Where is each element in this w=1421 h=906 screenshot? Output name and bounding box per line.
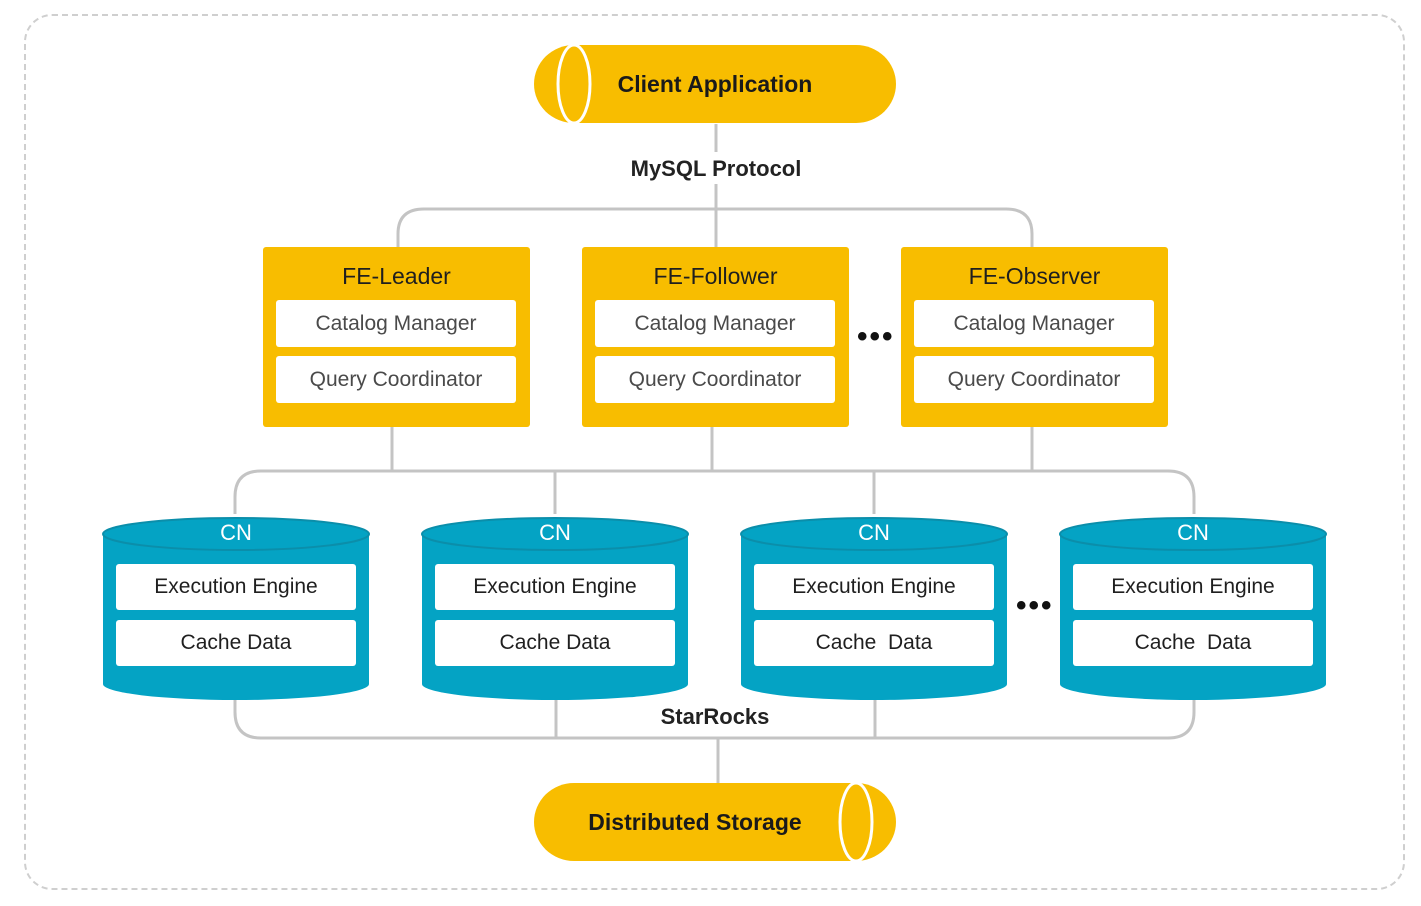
- cylinder-shape: [534, 783, 896, 861]
- distributed-storage: Distributed Storage: [534, 783, 896, 861]
- client-application-label: Client Application: [617, 70, 813, 97]
- cn-title: CN: [539, 520, 571, 545]
- query-coordinator-box: Query Coordinator: [914, 356, 1154, 403]
- cn-title: CN: [220, 520, 252, 545]
- fe-title: FE-Leader: [342, 263, 451, 289]
- fe-observer-node: FE-Observer Catalog Manager Query Coordi…: [901, 247, 1168, 427]
- execution-engine-box: Execution Engine: [754, 564, 994, 610]
- catalog-manager-box: Catalog Manager: [276, 300, 516, 347]
- fe-ellipsis: •••: [857, 320, 895, 353]
- execution-engine-box: Execution Engine: [116, 564, 356, 610]
- protocol-label: MySQL Protocol: [630, 156, 802, 181]
- query-coordinator-box: Query Coordinator: [595, 356, 835, 403]
- distributed-storage-label: Distributed Storage: [588, 808, 802, 835]
- cn-title: CN: [858, 520, 890, 545]
- cn-node-3: CN Execution Engine Cache Data: [740, 514, 1008, 702]
- cluster-label: StarRocks: [660, 704, 770, 729]
- fe-follower-node: FE-Follower Catalog Manager Query Coordi…: [582, 247, 849, 427]
- fe-title: FE-Observer: [968, 263, 1101, 289]
- cylinder-shape: [534, 45, 896, 123]
- client-application: Client Application: [534, 45, 896, 123]
- diagram-frame: [24, 14, 1405, 890]
- fe-leader-node: FE-Leader Catalog Manager Query Coordina…: [263, 247, 530, 427]
- cn-title: CN: [1177, 520, 1209, 545]
- fe-title: FE-Follower: [653, 263, 778, 289]
- cache-data-box: Cache Data: [435, 620, 675, 666]
- execution-engine-box: Execution Engine: [1073, 564, 1313, 610]
- cn-node-2: CN Execution Engine Cache Data: [421, 514, 689, 702]
- cn-node-4: CN Execution Engine Cache Data: [1059, 514, 1327, 702]
- cn-node-1: CN Execution Engine Cache Data: [102, 514, 370, 702]
- query-coordinator-box: Query Coordinator: [276, 356, 516, 403]
- catalog-manager-box: Catalog Manager: [914, 300, 1154, 347]
- execution-engine-box: Execution Engine: [435, 564, 675, 610]
- catalog-manager-box: Catalog Manager: [595, 300, 835, 347]
- cache-data-box: Cache Data: [754, 620, 994, 666]
- cn-ellipsis: •••: [1016, 589, 1054, 622]
- cache-data-box: Cache Data: [1073, 620, 1313, 666]
- cache-data-box: Cache Data: [116, 620, 356, 666]
